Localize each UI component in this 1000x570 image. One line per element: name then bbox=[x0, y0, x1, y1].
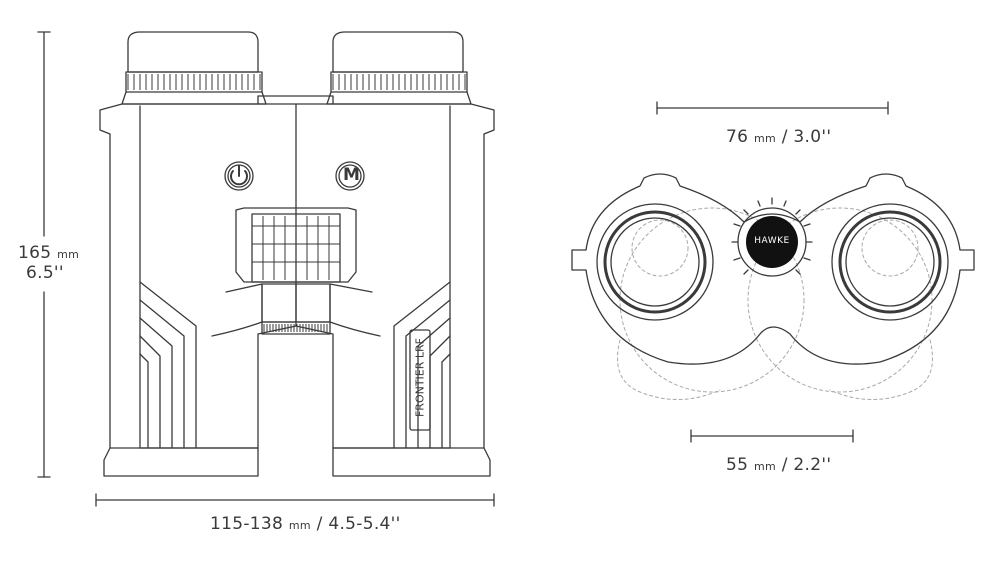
focus-wheel-grip bbox=[252, 216, 340, 280]
right-eyepiece-ring bbox=[330, 71, 468, 93]
height-unit: mm bbox=[57, 248, 80, 261]
brand-badge bbox=[746, 216, 798, 268]
left-eyecup bbox=[127, 31, 259, 73]
eyepiece-spacing-unit: mm bbox=[753, 460, 776, 473]
height-dimension-label: 165 mm 6.5'' bbox=[18, 244, 79, 282]
width-unit: mm bbox=[288, 519, 311, 532]
left-objective-lens bbox=[610, 217, 700, 307]
height-value: 165 bbox=[18, 243, 52, 263]
width-dimension-label: 115-138 mm / 4.5-5.4'' bbox=[210, 514, 401, 534]
power-button bbox=[224, 161, 254, 191]
right-objective-outer bbox=[831, 203, 949, 321]
left-eyepiece-ring bbox=[125, 71, 263, 93]
eyepiece-spacing-value: 55 bbox=[726, 455, 749, 475]
model-label-frame bbox=[409, 329, 431, 431]
brand-label: HAWKE bbox=[754, 236, 790, 246]
power-icon bbox=[230, 165, 248, 186]
right-objective-lens bbox=[845, 217, 935, 307]
binocular-end-view bbox=[571, 173, 975, 400]
width-imperial: / 4.5-5.4'' bbox=[316, 514, 401, 534]
diopter-ring bbox=[261, 321, 331, 335]
model-label: FRONTIER LRF bbox=[413, 338, 427, 418]
width-value: 115-138 bbox=[210, 514, 284, 534]
height-imperial: 6.5'' bbox=[26, 263, 64, 283]
objective-spacing-value: 76 bbox=[726, 127, 749, 147]
left-objective-outer bbox=[596, 203, 714, 321]
objective-spacing-imperial: / 3.0'' bbox=[781, 127, 832, 147]
binocular-front-view bbox=[99, 31, 495, 477]
mode-button-label: M bbox=[343, 165, 360, 185]
eyepiece-spacing-line bbox=[690, 429, 854, 443]
eyepiece-knurling bbox=[127, 74, 466, 332]
eyepiece-spacing-imperial: / 2.2'' bbox=[781, 455, 832, 475]
width-dimension-line bbox=[95, 493, 495, 507]
focus-wheel bbox=[251, 213, 341, 283]
eyepiece-spacing-label: 55 mm / 2.2'' bbox=[726, 455, 831, 475]
objective-spacing-unit: mm bbox=[753, 132, 776, 145]
objective-spacing-label: 76 mm / 3.0'' bbox=[726, 127, 831, 147]
mode-button bbox=[335, 161, 365, 191]
right-eyecup bbox=[332, 31, 464, 73]
objective-spacing-line bbox=[656, 101, 889, 115]
height-dimension-line bbox=[37, 31, 51, 478]
